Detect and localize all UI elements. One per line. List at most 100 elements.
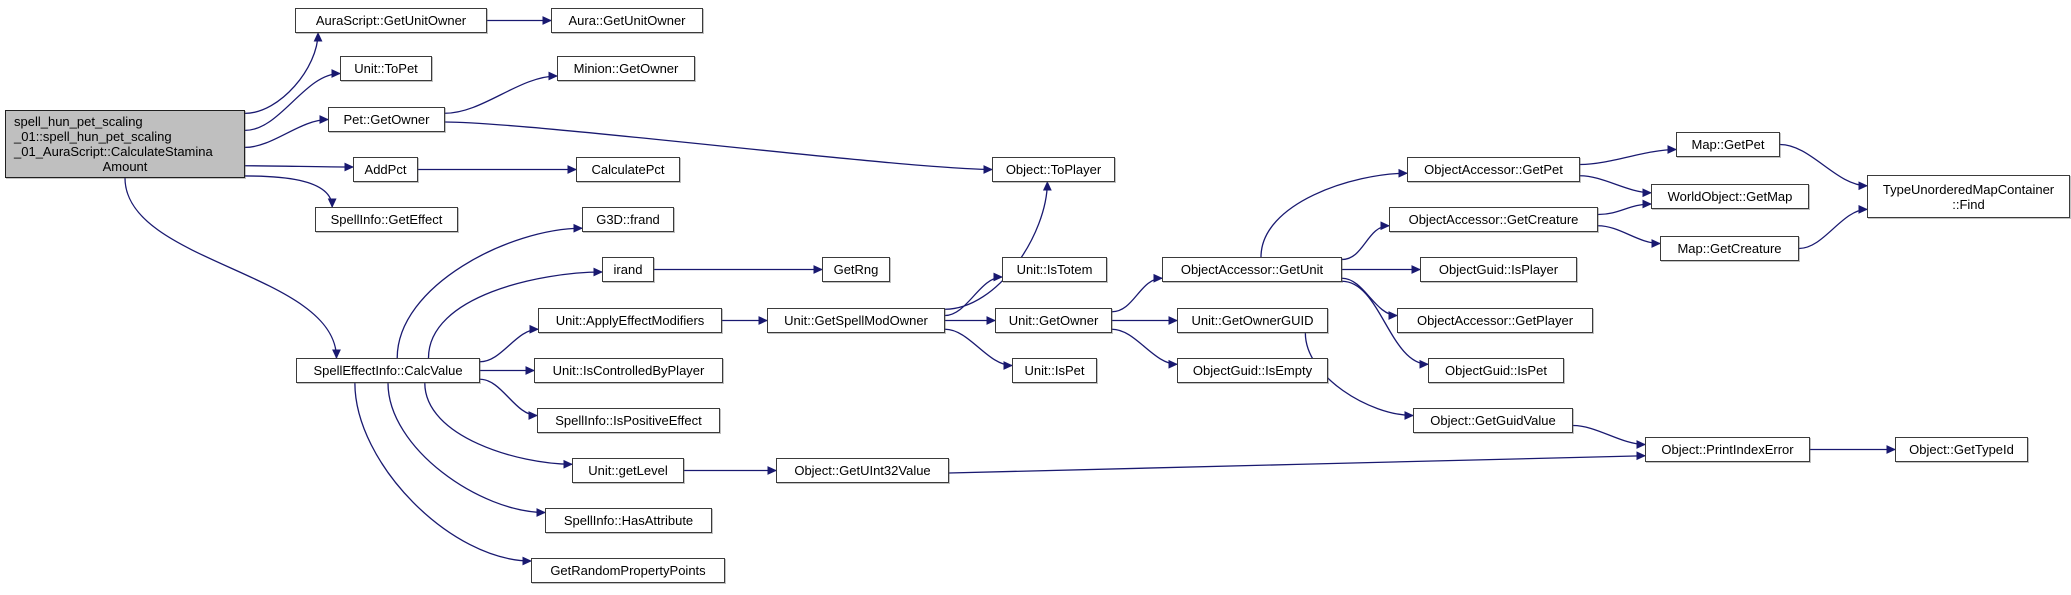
graph-node-label: AddPct xyxy=(364,162,407,177)
edge-u_go-og_ie xyxy=(1111,328,1178,369)
edge-sei_cv-si_ipe xyxy=(479,378,538,420)
edge-main-addpct xyxy=(244,162,354,172)
edges-group xyxy=(124,16,1896,566)
graph-node-label: Aura::GetUnitOwner xyxy=(568,13,686,28)
edge-main-p_go xyxy=(244,115,329,149)
graph-node-main: spell_hun_pet_scaling_01::spell_hun_pet_… xyxy=(5,110,245,178)
graph-node-label: Unit::ToPet xyxy=(354,61,418,76)
graph-node-u_ip[interactable]: Unit::IsPet xyxy=(1012,358,1097,383)
graph-node-label: AuraScript::GetUnitOwner xyxy=(315,13,467,28)
graph-node-o_gu32[interactable]: Object::GetUInt32Value xyxy=(776,458,949,483)
graph-node-u_it[interactable]: Unit::IsTotem xyxy=(1002,257,1107,282)
graph-node-si_ipe[interactable]: SpellInfo::IsPositiveEffect xyxy=(537,408,720,433)
edge-main-u_topet xyxy=(244,69,341,132)
edge-map_gc-tumc_find xyxy=(1798,205,1868,250)
graph-node-label: Unit::GetOwner xyxy=(1008,313,1099,328)
edge-p_go-o_tp xyxy=(444,121,993,174)
graph-node-u_gl[interactable]: Unit::getLevel xyxy=(572,458,684,483)
graph-node-si_ha[interactable]: SpellInfo::HasAttribute xyxy=(545,508,712,533)
graph-node-label: Unit::IsPet xyxy=(1024,363,1085,378)
graph-node-label: Pet::GetOwner xyxy=(343,112,430,127)
graph-node-label: Amount xyxy=(102,159,148,174)
edge-p_go-m_go xyxy=(444,71,558,114)
graph-node-label: _01::spell_hun_pet_scaling xyxy=(14,129,172,144)
graph-node-label: WorldObject::GetMap xyxy=(1667,189,1793,204)
edge-oa_gc-map_gc xyxy=(1597,225,1661,248)
graph-node-si_ge[interactable]: SpellInfo::GetEffect xyxy=(315,207,458,232)
graph-node-addpct[interactable]: AddPct xyxy=(353,157,418,182)
graph-node-label: Unit::IsControlledByPlayer xyxy=(552,363,705,378)
graph-node-label: Object::PrintIndexError xyxy=(1661,442,1794,457)
graph-node-frand[interactable]: G3D::frand xyxy=(582,207,674,232)
graph-node-og_ie[interactable]: ObjectGuid::IsEmpty xyxy=(1177,358,1328,383)
graph-node-a_guo[interactable]: Aura::GetUnitOwner xyxy=(551,8,703,33)
edge-main-sei_cv xyxy=(124,177,341,359)
graph-node-map_gp[interactable]: Map::GetPet xyxy=(1676,132,1780,157)
graph-node-sei_cv[interactable]: SpellEffectInfo::CalcValue xyxy=(296,358,480,383)
graph-node-u_icbp[interactable]: Unit::IsControlledByPlayer xyxy=(534,358,723,383)
graph-node-label: Unit::getLevel xyxy=(588,463,668,478)
edge-sei_cv-si_ha xyxy=(387,382,546,517)
graph-node-u_topet[interactable]: Unit::ToPet xyxy=(340,56,432,81)
graph-node-p_go[interactable]: Pet::GetOwner xyxy=(328,107,445,132)
edge-u_gsmo-o_tp xyxy=(944,181,1052,310)
graph-node-label: SpellInfo::HasAttribute xyxy=(563,513,694,528)
graph-node-oa_gu[interactable]: ObjectAccessor::GetUnit xyxy=(1162,257,1342,282)
graph-node-u_go[interactable]: Unit::GetOwner xyxy=(995,308,1112,333)
graph-node-u_gsmo[interactable]: Unit::GetSpellModOwner xyxy=(767,308,945,333)
graph-node-o_pie[interactable]: Object::PrintIndexError xyxy=(1645,437,1810,462)
graph-node-og_ipt[interactable]: ObjectGuid::IsPet xyxy=(1428,358,1564,383)
edge-oa_gp-wo_gm xyxy=(1579,175,1652,198)
graph-node-grpp[interactable]: GetRandomPropertyPoints xyxy=(531,558,725,583)
graph-node-label: ObjectAccessor::GetPet xyxy=(1424,162,1563,177)
graph-node-wo_gm[interactable]: WorldObject::GetMap xyxy=(1651,184,1809,209)
graph-node-u_aem[interactable]: Unit::ApplyEffectModifiers xyxy=(538,308,722,333)
graph-node-oa_gc[interactable]: ObjectAccessor::GetCreature xyxy=(1389,207,1598,232)
edge-oa_gu-oa_gpl xyxy=(1341,277,1398,320)
graph-node-label: SpellEffectInfo::CalcValue xyxy=(313,363,463,378)
edge-oa_gc-wo_gm xyxy=(1597,199,1652,216)
graph-node-oa_gpl[interactable]: ObjectAccessor::GetPlayer xyxy=(1397,308,1593,333)
edge-main-as_guo xyxy=(244,32,323,115)
graph-node-label: Object::GetTypeId xyxy=(1909,442,2014,457)
graph-node-calcpct[interactable]: CalculatePct xyxy=(576,157,680,182)
edge-o_ggv-o_pie xyxy=(1572,424,1646,449)
graph-node-map_gc[interactable]: Map::GetCreature xyxy=(1660,236,1799,261)
graph-node-label: ::Find xyxy=(1952,196,1985,212)
edge-sei_cv-irand xyxy=(427,267,603,359)
graph-node-irand[interactable]: irand xyxy=(602,257,654,282)
graph-node-tumc_find[interactable]: TypeUnorderedMapContainer::Find xyxy=(1867,175,2070,218)
graph-node-oa_gp[interactable]: ObjectAccessor::GetPet xyxy=(1407,157,1580,182)
graph-node-label: irand xyxy=(613,262,643,277)
graph-node-label: ObjectGuid::IsPet xyxy=(1445,363,1547,378)
edge-u_gsmo-u_ip xyxy=(944,328,1013,370)
edge-oa_gu-oa_gp xyxy=(1260,168,1408,258)
graph-node-label: ObjectAccessor::GetUnit xyxy=(1180,262,1324,277)
graph-node-label: Minion::GetOwner xyxy=(573,61,679,76)
graph-node-label: TypeUnorderedMapContainer xyxy=(1882,181,2055,197)
graph-node-o_ggv[interactable]: Object::GetGuidValue xyxy=(1413,408,1573,433)
graph-node-label: Map::GetCreature xyxy=(1677,241,1782,256)
graph-node-label: ObjectAccessor::GetPlayer xyxy=(1416,313,1574,328)
graph-node-as_guo[interactable]: AuraScript::GetUnitOwner xyxy=(295,8,487,33)
graph-node-label: CalculatePct xyxy=(591,162,665,177)
graph-node-o_tp[interactable]: Object::ToPlayer xyxy=(992,157,1115,182)
graph-node-label: G3D::frand xyxy=(596,212,660,227)
graph-node-label: Unit::IsTotem xyxy=(1016,262,1093,277)
edge-sei_cv-u_gl xyxy=(424,382,573,469)
edge-u_gog-o_ggv xyxy=(1304,332,1414,420)
graph-node-og_ipl[interactable]: ObjectGuid::IsPlayer xyxy=(1420,257,1577,282)
graph-node-m_go[interactable]: Minion::GetOwner xyxy=(557,56,695,81)
graph-node-getrng[interactable]: GetRng xyxy=(822,257,890,282)
graph-node-o_gti[interactable]: Object::GetTypeId xyxy=(1895,437,2028,462)
graph-node-label: ObjectGuid::IsEmpty xyxy=(1192,363,1313,378)
edge-main-si_ge xyxy=(244,175,337,208)
graph-node-u_gog[interactable]: Unit::GetOwnerGUID xyxy=(1177,308,1328,333)
edge-o_gu32-o_pie xyxy=(948,451,1646,474)
edge-oa_gp-map_gp xyxy=(1579,145,1677,166)
graph-node-label: SpellInfo::GetEffect xyxy=(330,212,443,227)
graph-node-label: _01_AuraScript::CalculateStamina xyxy=(14,144,213,159)
graph-node-label: Unit::GetOwnerGUID xyxy=(1191,313,1314,328)
